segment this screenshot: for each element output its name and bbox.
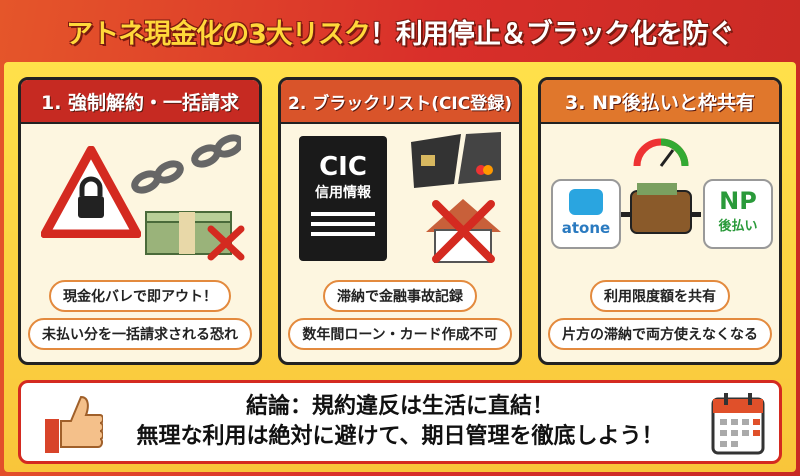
- risk-card-1: 1. 強制解約・一括請求 現金化バレで即アウト！ 未払い分を一括請求される恐れ: [18, 77, 262, 365]
- wallet-gauge-icon: [630, 138, 692, 234]
- cic-document-icon: CIC 信用情報: [299, 136, 387, 261]
- conclusion-line-1: 結論：規約違反は生活に直結！: [245, 394, 554, 419]
- risk-card-2: 2. ブラックリスト(CIC登録) CIC 信用情報 滞納で金融事故記録 数年間…: [278, 77, 522, 365]
- page-title: アトネ現金化の3大リスク！利用停止＆ブラック化を防ぐ: [66, 18, 735, 50]
- risk-point: 現金化バレで即アウト！: [49, 280, 231, 312]
- risk-point: 未払い分を一括請求される恐れ: [28, 318, 252, 350]
- np-logo-icon: NP 後払い: [703, 179, 773, 249]
- warning-lock-icon: [41, 146, 141, 238]
- calendar-icon: [711, 393, 765, 455]
- broken-chain-icon: [131, 134, 241, 194]
- broken-card-icon: [411, 132, 501, 188]
- card-heading: 1. 強制解約・一括請求: [21, 80, 259, 124]
- risk-point: 片方の滞納で両方使えなくなる: [548, 318, 772, 350]
- thumbs-up-icon: [45, 395, 103, 453]
- house-cross-icon: [426, 199, 501, 263]
- risk-point: 利用限度額を共有: [590, 280, 730, 312]
- content-panel: 1. 強制解約・一括請求 現金化バレで即アウト！ 未払い分を一括請求される恐れ …: [4, 62, 796, 472]
- risk-point: 数年間ローン・カード作成不可: [288, 318, 512, 350]
- conclusion-line-2: 無理な利用は絶対に避けて、期日管理を徹底しよう！: [136, 424, 664, 449]
- risk-point: 滞納で金融事故記録: [323, 280, 477, 312]
- risk-card-3: 3. NP後払いと枠共有 atone NP 後払い 利用限度額を共有 片方の滞納…: [538, 77, 782, 365]
- card-heading: 3. NP後払いと枠共有: [541, 80, 779, 124]
- money-cross-icon: [145, 211, 245, 261]
- card-heading: 2. ブラックリスト(CIC登録): [281, 80, 519, 124]
- atone-logo-icon: atone: [551, 179, 621, 249]
- conclusion-box: 結論：規約違反は生活に直結！ 無理な利用は絶対に避けて、期日管理を徹底しよう！: [18, 380, 782, 464]
